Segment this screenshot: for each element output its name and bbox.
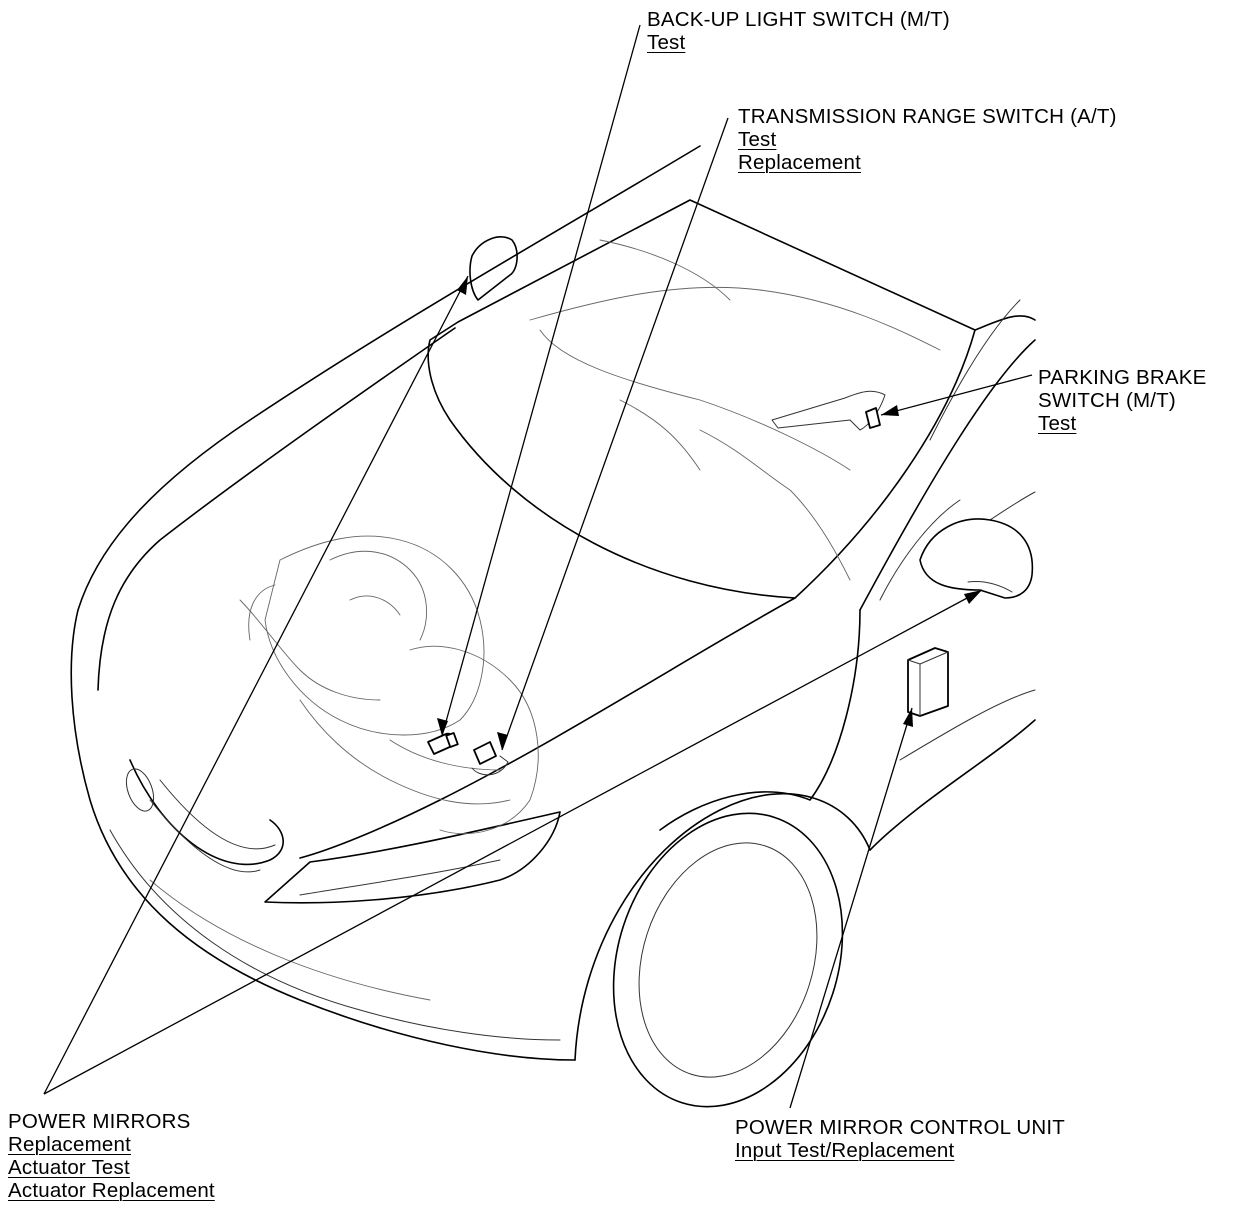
parking-brake-switch-callout: PARKING BRAKE SWITCH (M/T) Test [1038,366,1207,435]
left-side-mirror [469,236,518,301]
power-mirror-control-unit-title: POWER MIRROR CONTROL UNIT [735,1116,1065,1139]
parking-brake-switch-title-line1: PARKING BRAKE [1038,366,1207,389]
transmission-range-switch-replacement-link[interactable]: Replacement [738,151,861,174]
power-mirrors-actuator-test-link[interactable]: Actuator Test [8,1156,130,1179]
power-mirror-control-unit-callout: POWER MIRROR CONTROL UNIT Input Test/Rep… [735,1116,1065,1162]
backup-light-switch-callout: BACK-UP LIGHT SWITCH (M/T) Test [647,8,950,54]
engine-ghost [239,535,539,835]
car-body-outline [70,145,1036,1108]
transmission-range-switch-callout: TRANSMISSION RANGE SWITCH (A/T) Test Rep… [738,105,1117,174]
backup-light-switch-test-link[interactable]: Test [647,31,686,54]
parking-brake-lever [771,390,886,431]
backup-light-switch-part [427,732,459,755]
leader-lines [43,24,1033,1109]
power-mirrors-callout: POWER MIRRORS Replacement Actuator Test … [8,1110,215,1202]
power-mirror-control-unit-part [907,647,949,717]
interior-dashboard [529,239,941,581]
power-mirrors-actuator-replacement-link[interactable]: Actuator Replacement [8,1179,215,1202]
backup-light-switch-title: BACK-UP LIGHT SWITCH (M/T) [647,8,950,31]
right-side-mirror [919,518,1034,599]
power-mirrors-replacement-link[interactable]: Replacement [8,1133,131,1156]
parking-brake-switch-test-link[interactable]: Test [1038,412,1077,435]
parking-brake-switch-title-line2: SWITCH (M/T) [1038,389,1176,412]
power-mirror-control-unit-input-test-link[interactable]: Input Test/Replacement [735,1139,955,1162]
parking-brake-switch-part [865,407,881,429]
power-mirrors-title: POWER MIRRORS [8,1110,191,1133]
transmission-range-switch-test-link[interactable]: Test [738,128,777,151]
transmission-range-switch-part [471,741,509,776]
transmission-range-switch-title: TRANSMISSION RANGE SWITCH (A/T) [738,105,1117,128]
